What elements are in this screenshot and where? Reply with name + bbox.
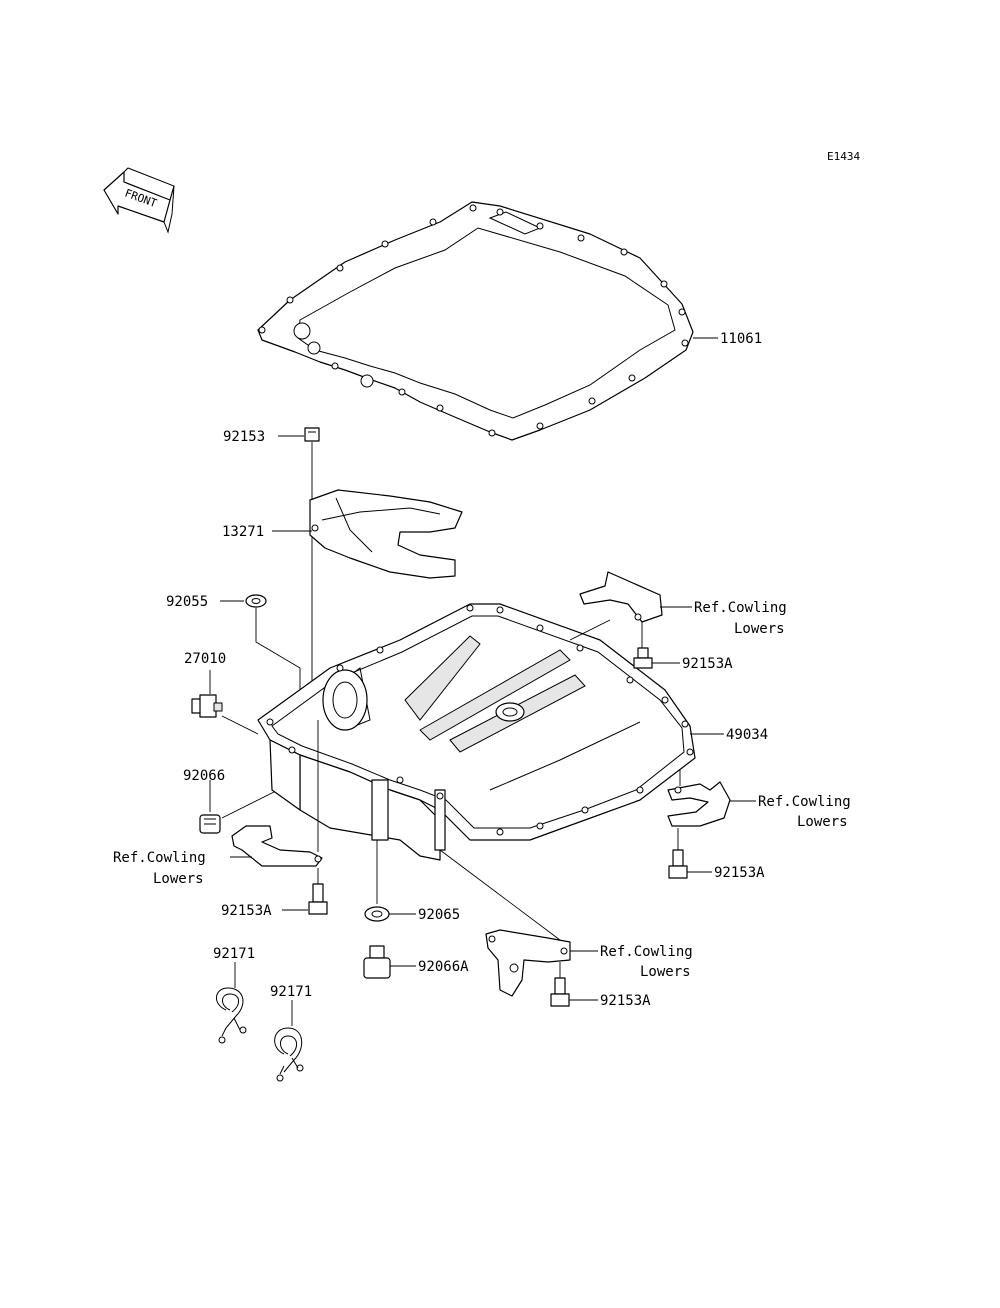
cowling-bracket-4 <box>485 929 571 997</box>
washer-92065 <box>364 906 390 922</box>
baffle-plate <box>309 489 463 579</box>
oil-pressure-switch <box>191 694 223 718</box>
ref2-line2: Lowers <box>797 814 848 830</box>
plug-92066a <box>363 945 391 979</box>
cowling-bracket-1 <box>579 571 663 623</box>
label-92065: 92065 <box>418 907 460 923</box>
bolt-92153a-3 <box>308 883 328 915</box>
label-27010: 27010 <box>184 651 226 667</box>
label-92171-b: 92171 <box>270 984 312 1000</box>
cowling-bracket-3 <box>231 825 323 867</box>
label-92153a-1: 92153A <box>682 656 733 672</box>
label-92066: 92066 <box>183 768 225 784</box>
bolt-92153a-4 <box>550 977 570 1007</box>
hose-clamp-a <box>216 987 247 1044</box>
label-92153a-4: 92153A <box>600 993 651 1009</box>
label-49034: 49034 <box>726 727 768 743</box>
label-92171-a: 92171 <box>213 946 255 962</box>
ref4-line1: Ref.Cowling <box>600 944 693 960</box>
cowling-bracket-2 <box>667 781 731 827</box>
oil-pan <box>257 603 696 861</box>
label-92153: 92153 <box>223 429 265 445</box>
bolt-92153a-1 <box>633 647 653 669</box>
label-13271: 13271 <box>222 524 264 540</box>
label-92153a-3: 92153A <box>221 903 272 919</box>
diagram-code: E1434 <box>827 150 860 163</box>
ref2-line1: Ref.Cowling <box>758 794 851 810</box>
front-arrow-icon: FRONT <box>103 167 175 234</box>
label-92055: 92055 <box>166 594 208 610</box>
label-92153a-2: 92153A <box>714 865 765 881</box>
ref4-line2: Lowers <box>640 964 691 980</box>
ref1-line2: Lowers <box>734 621 785 637</box>
ref1-line1: Ref.Cowling <box>694 600 787 616</box>
ref3-line1: Ref.Cowling <box>113 850 206 866</box>
hose-clamp-b <box>274 1027 304 1082</box>
label-92066a: 92066A <box>418 959 469 975</box>
oil-pan-gasket <box>257 201 694 441</box>
ref3-line2: Lowers <box>153 871 204 887</box>
bolt-92153 <box>304 427 320 442</box>
washer-92055 <box>245 594 267 608</box>
label-11061: 11061 <box>720 331 762 347</box>
bolt-92153a-2 <box>668 849 688 879</box>
plug-92066 <box>199 814 221 834</box>
